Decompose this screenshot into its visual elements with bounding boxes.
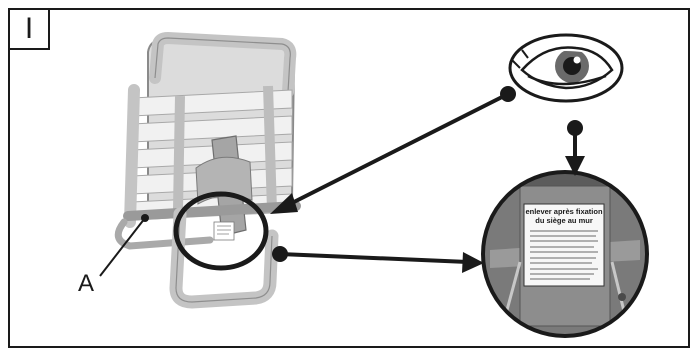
warning-label xyxy=(523,203,605,287)
figure-frame xyxy=(8,8,690,348)
connector-arrows xyxy=(270,86,585,273)
callout-a-leader xyxy=(99,217,146,277)
highlight-circle xyxy=(173,191,269,271)
step-number: I xyxy=(8,8,50,50)
zoom-detail: enlever après fixation du siège au mur xyxy=(481,170,649,338)
label-title-line-2: du siège au mur xyxy=(535,216,593,225)
warning-label-small xyxy=(213,221,235,241)
callout-a-label: A xyxy=(78,270,95,297)
callout-a-dot xyxy=(141,214,149,222)
eye-icon xyxy=(508,33,624,103)
shower-seat xyxy=(114,31,301,309)
label-title-line-1: enlever après fixation xyxy=(525,207,603,216)
